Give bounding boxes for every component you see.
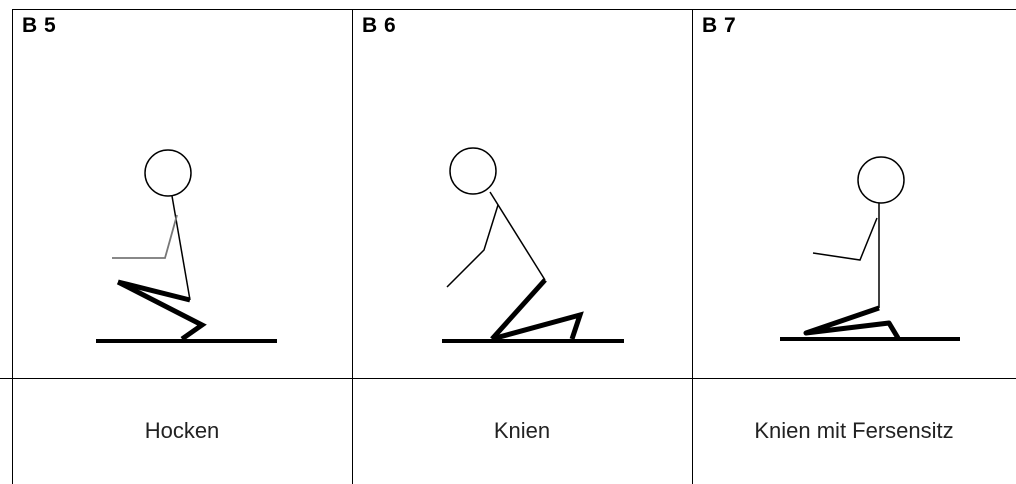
head	[858, 157, 904, 203]
head	[450, 148, 496, 194]
caption-b7: Knien mit Fersensitz	[692, 418, 1016, 444]
thigh-leg	[118, 282, 190, 300]
torso	[172, 196, 190, 300]
squatting-stick-figure	[0, 0, 352, 378]
table-row-divider	[0, 378, 1016, 379]
heel-sitting-stick-figure	[692, 0, 1016, 378]
arm	[813, 218, 877, 260]
caption-b6: Knien	[352, 418, 692, 444]
head	[145, 150, 191, 196]
arm	[447, 205, 498, 287]
caption-b5: Hocken	[12, 418, 352, 444]
thigh-leg	[806, 308, 898, 338]
kneeling-stick-figure	[352, 0, 692, 378]
arm	[112, 215, 177, 258]
